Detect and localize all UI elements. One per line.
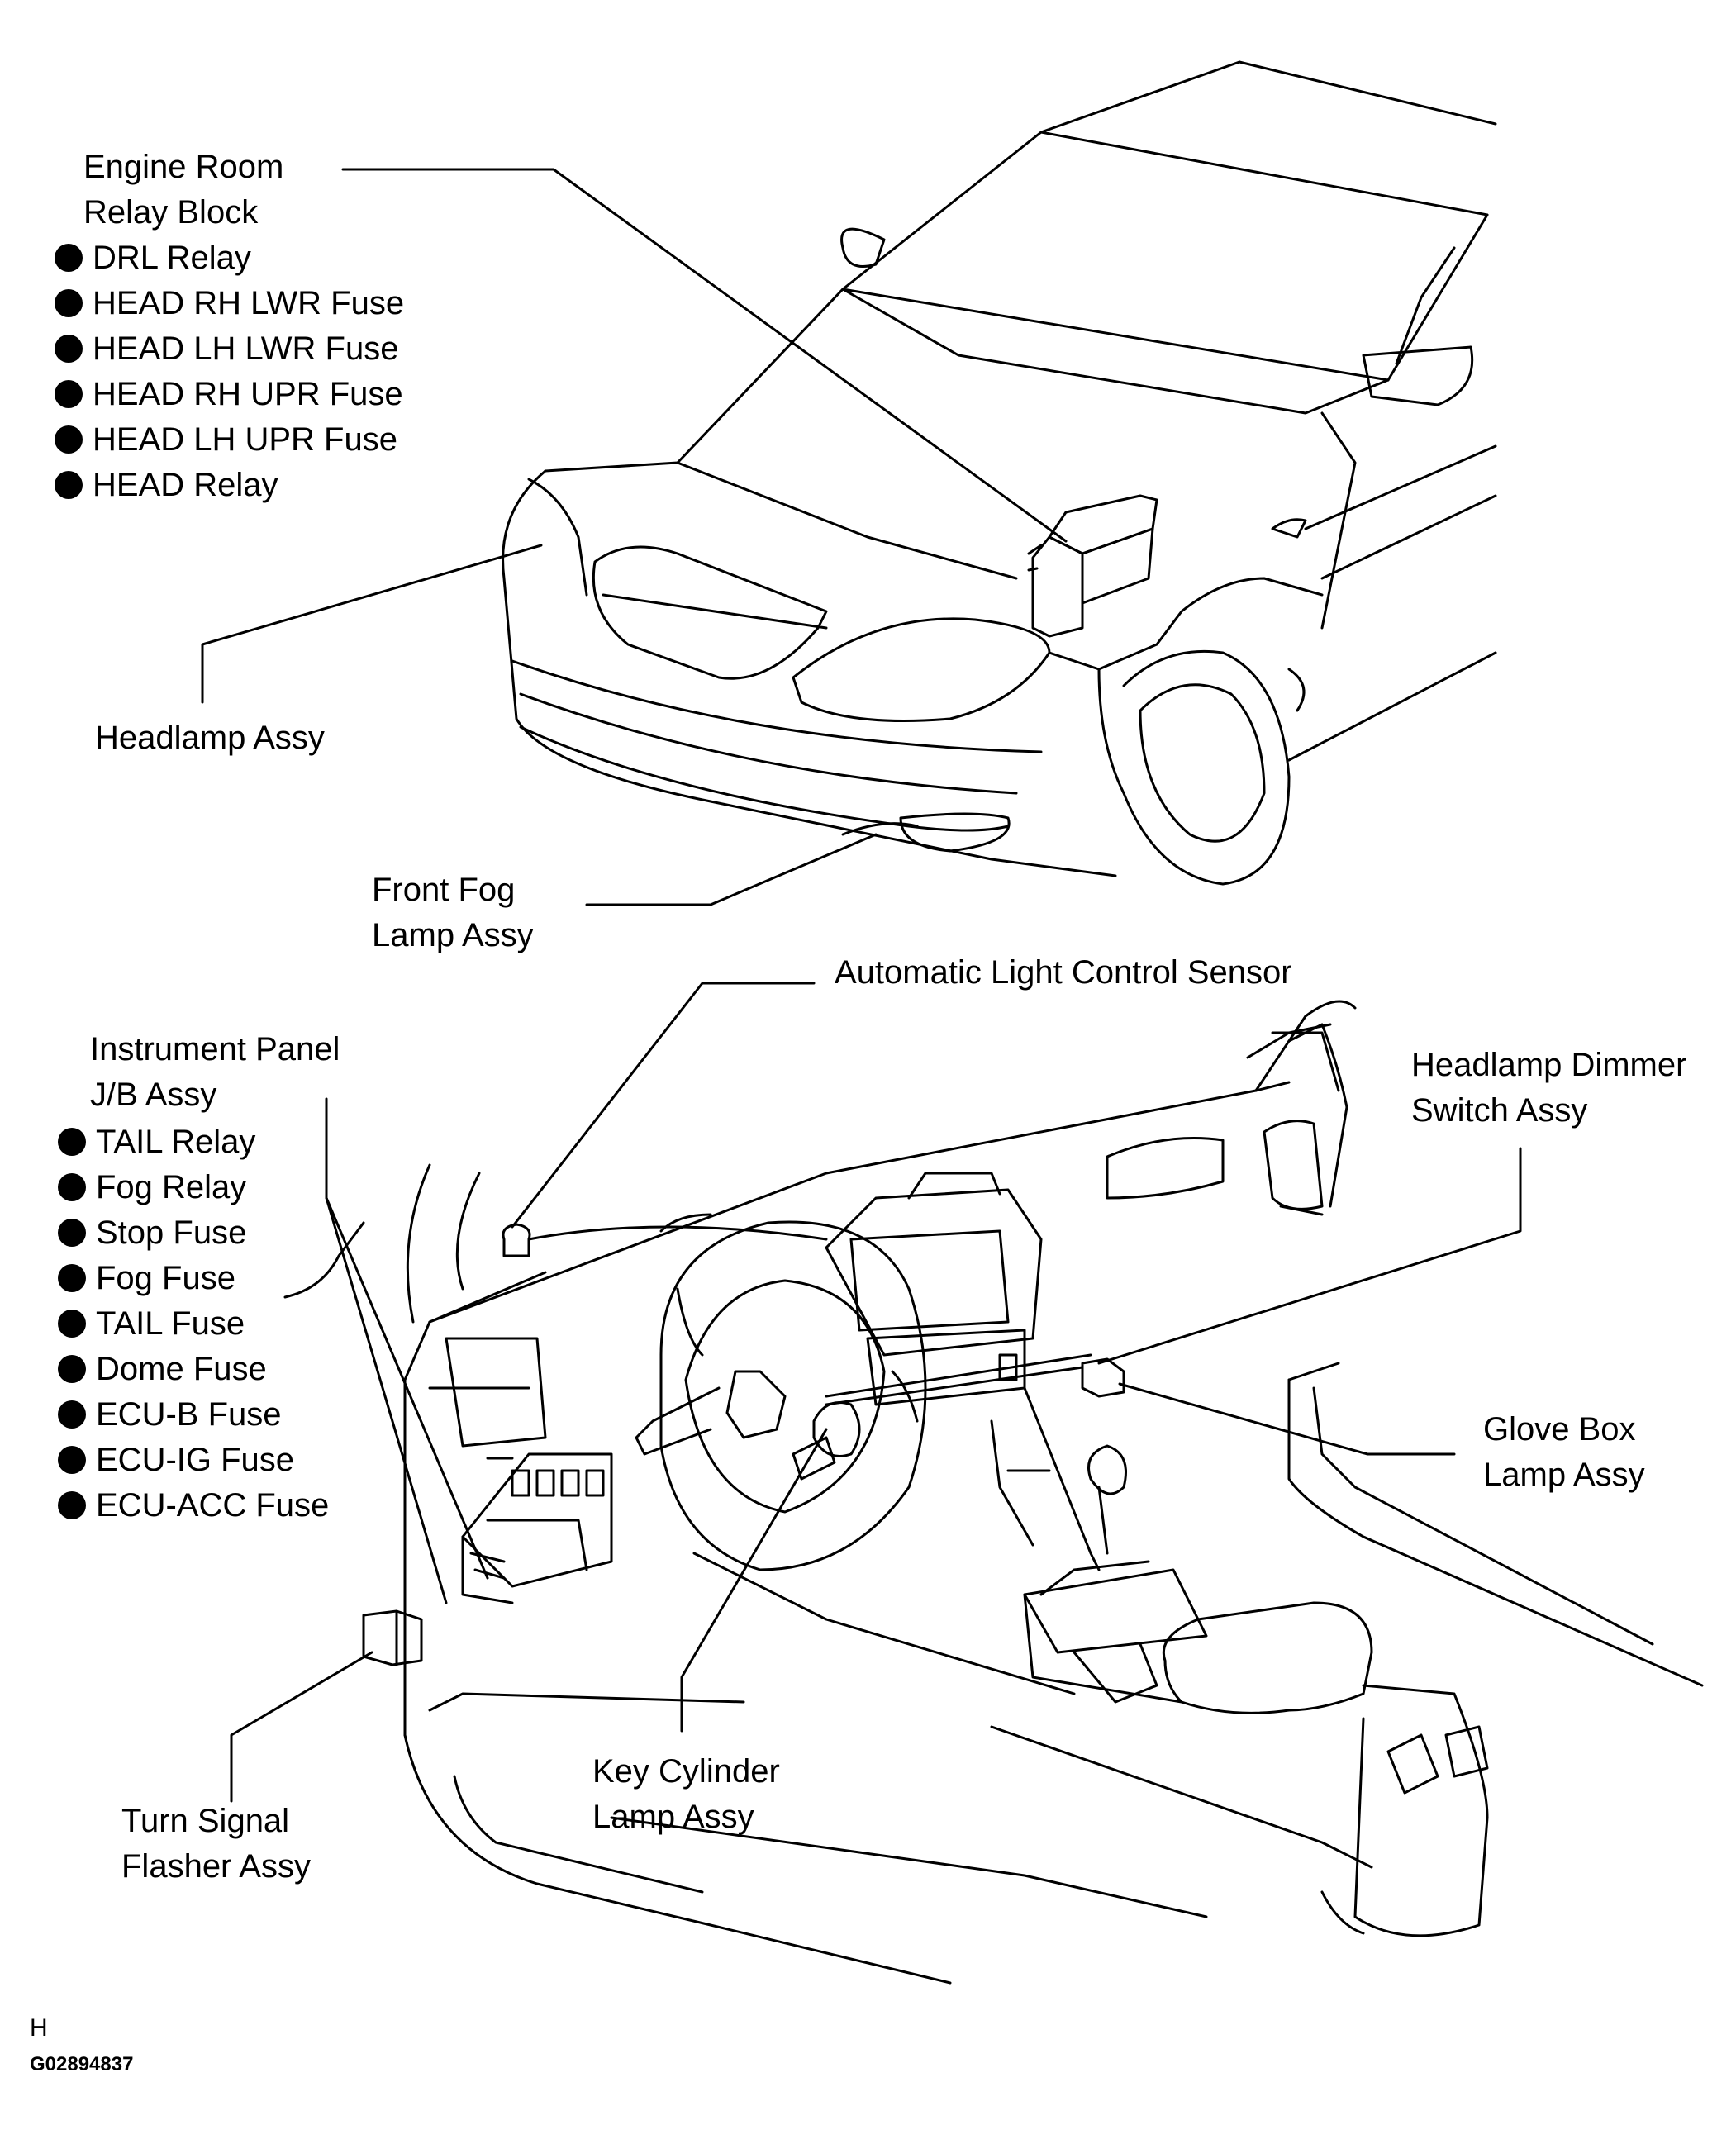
list-item: HEAD LH LWR Fuse: [55, 326, 404, 372]
list-item: Fog Relay: [58, 1165, 329, 1210]
engine-room-relay-block-label: Engine Room Relay Block: [83, 145, 283, 235]
turn-signal-flasher-label: Turn Signal Flasher Assy: [121, 1799, 311, 1890]
front-fog-line2: Lamp Assy: [372, 917, 534, 953]
figure-code: G02894837: [30, 2053, 134, 2075]
instrument-panel-jb-label: Instrument Panel J/B Assy: [90, 1027, 340, 1118]
headlamp-assy-label: Headlamp Assy: [95, 720, 325, 756]
instrument-panel-item-list: TAIL Relay Fog Relay Stop Fuse Fog Fuse …: [58, 1120, 329, 1528]
glove-box-line2: Lamp Assy: [1483, 1457, 1645, 1493]
instrument-panel-title-line1: Instrument Panel: [90, 1031, 340, 1067]
dimmer-switch-line1: Headlamp Dimmer: [1411, 1047, 1687, 1083]
key-cylinder-line2: Lamp Assy: [592, 1799, 754, 1835]
front-fog-line1: Front Fog: [372, 872, 516, 908]
list-item: DRL Relay: [55, 235, 404, 281]
dimmer-switch-line2: Switch Assy: [1411, 1092, 1588, 1129]
key-cylinder-lamp-label: Key Cylinder Lamp Assy: [592, 1749, 780, 1840]
engine-room-title-line2: Relay Block: [83, 194, 259, 231]
list-item: HEAD LH UPR Fuse: [55, 417, 404, 463]
key-cylinder-line1: Key Cylinder: [592, 1753, 780, 1790]
car-front-illustration: [502, 60, 1497, 886]
list-item: ECU-IG Fuse: [58, 1438, 329, 1483]
list-item: ECU-ACC Fuse: [58, 1483, 329, 1528]
engine-room-item-list: DRL Relay HEAD RH LWR Fuse HEAD LH LWR F…: [55, 235, 404, 508]
turn-signal-line1: Turn Signal: [121, 1803, 290, 1839]
instrument-panel-title-line2: J/B Assy: [90, 1077, 217, 1113]
auto-light-sensor-label: Automatic Light Control Sensor: [835, 954, 1292, 991]
list-item: HEAD RH LWR Fuse: [55, 281, 404, 326]
list-item: Stop Fuse: [58, 1210, 329, 1256]
list-item: ECU-B Fuse: [58, 1392, 329, 1438]
list-item: Dome Fuse: [58, 1347, 329, 1392]
list-item: HEAD Relay: [55, 463, 404, 508]
front-fog-lamp-label: Front Fog Lamp Assy: [372, 868, 534, 958]
list-item: Fog Fuse: [58, 1256, 329, 1301]
list-item: TAIL Relay: [58, 1120, 329, 1165]
list-item: HEAD RH UPR Fuse: [55, 372, 404, 417]
glove-box-line1: Glove Box: [1483, 1411, 1636, 1448]
headlamp-dimmer-switch-label: Headlamp Dimmer Switch Assy: [1411, 1043, 1686, 1134]
interior-dashboard-illustration: [362, 1000, 1704, 1985]
glove-box-lamp-label: Glove Box Lamp Assy: [1483, 1407, 1645, 1498]
turn-signal-line2: Flasher Assy: [121, 1848, 311, 1885]
section-letter: H: [30, 2014, 48, 2042]
list-item: TAIL Fuse: [58, 1301, 329, 1347]
engine-room-title-line1: Engine Room: [83, 149, 284, 185]
